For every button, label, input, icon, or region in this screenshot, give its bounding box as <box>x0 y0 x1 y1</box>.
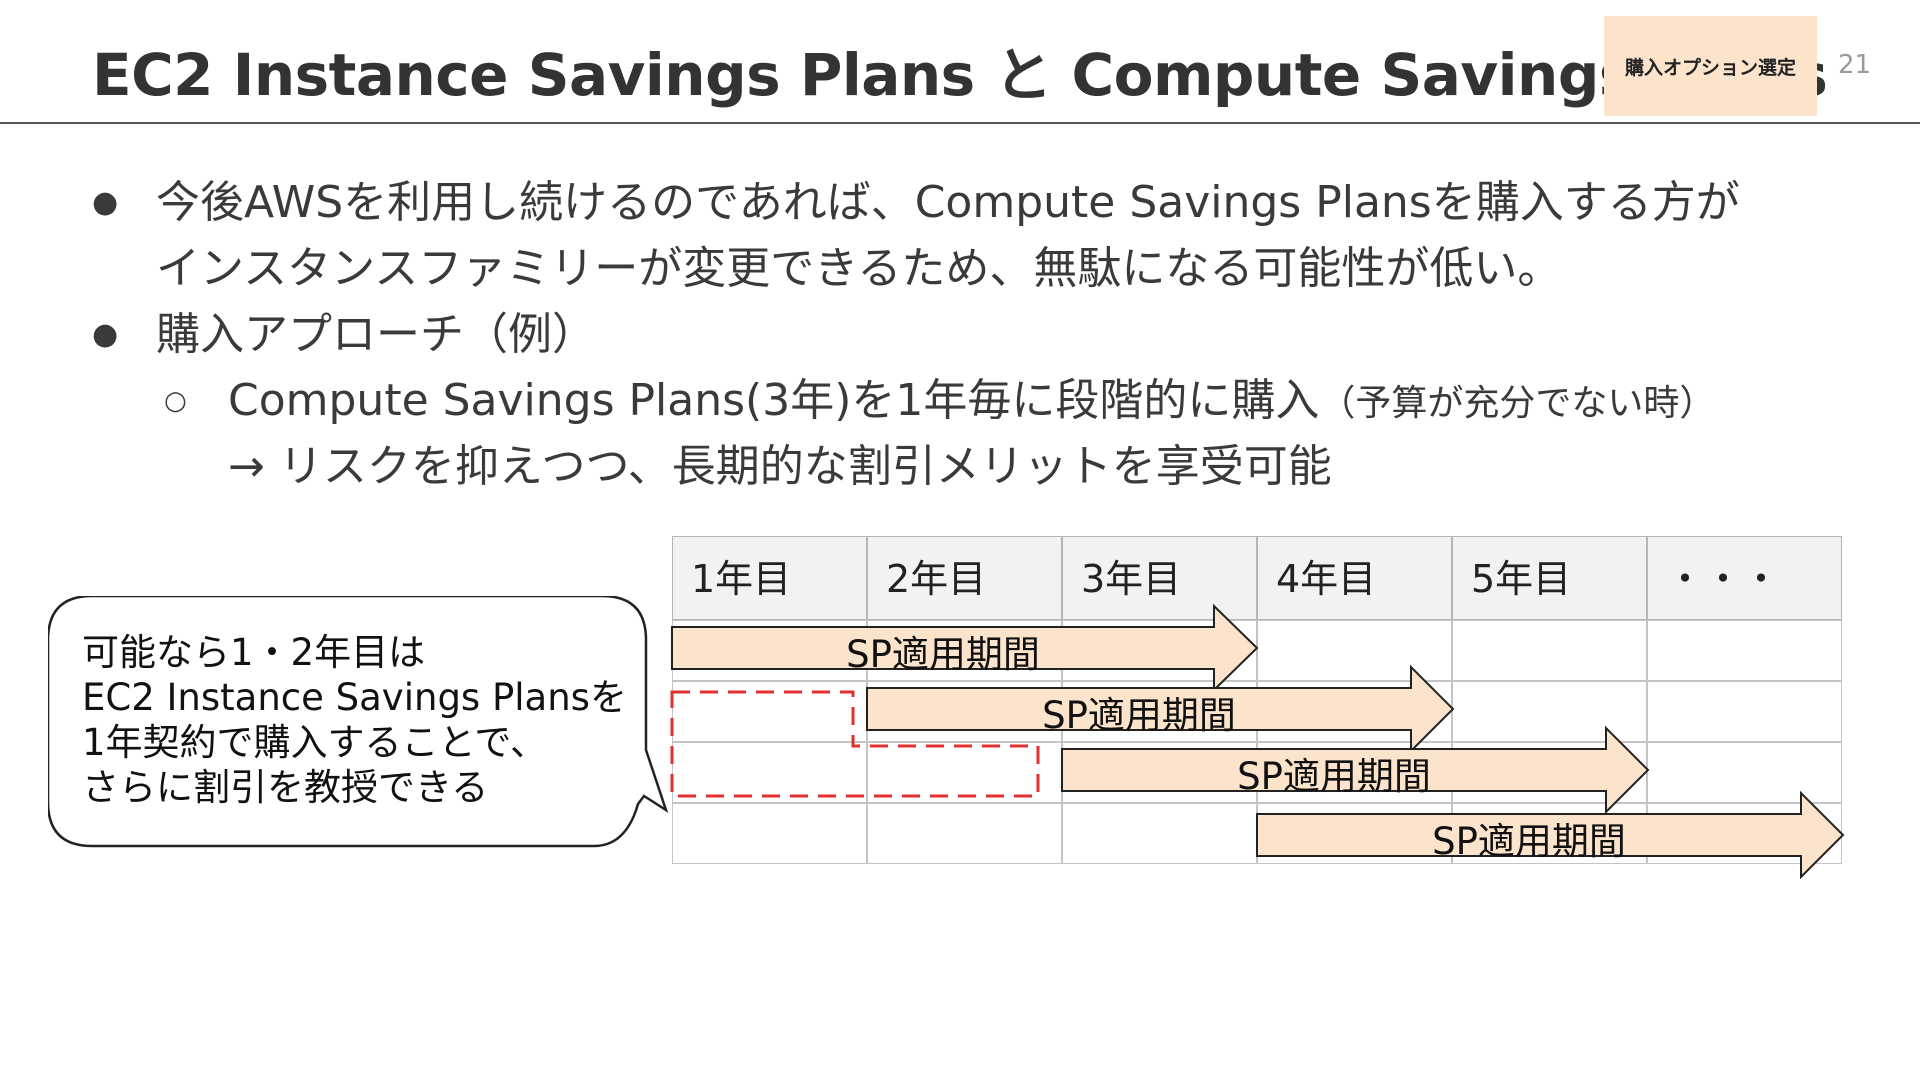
bullet-dot-1: ● <box>92 185 119 220</box>
grid-cell <box>1062 803 1257 864</box>
bullet-dot-2: ● <box>92 317 119 352</box>
grid-cell <box>672 681 867 742</box>
grid-cell <box>1647 742 1842 803</box>
sub-bullet-line-2: → リスクを抑えつつ、長期的な割引メリットを享受可能 <box>228 441 1332 492</box>
slide-title: EC2 Instance Savings Plans と Compute Sav… <box>92 41 1828 109</box>
sub-bullet-note: （予算が充分でない時） <box>1319 383 1716 424</box>
year-header-more: ・・・ <box>1647 536 1842 620</box>
grid-cell <box>1647 620 1842 681</box>
grid-cell <box>1452 681 1647 742</box>
speech-bubble <box>48 596 669 848</box>
grid-cell <box>1257 620 1452 681</box>
grid-cell <box>867 803 1062 864</box>
grid-cell <box>867 742 1062 803</box>
year-header-4: 4年目 <box>1257 536 1452 620</box>
callout-line-1: 可能なら1・2年目は <box>82 631 426 674</box>
header-divider <box>0 122 1920 124</box>
bullet-1-line-2: インスタンスファミリーが変更できるため、無駄になる可能性が低い。 <box>156 243 1562 294</box>
callout-line-4: さらに割引を教授できる <box>82 766 489 809</box>
year-header-3: 3年目 <box>1062 536 1257 620</box>
grid-cell <box>672 803 867 864</box>
year-header-2: 2年目 <box>867 536 1062 620</box>
grid-cell <box>1452 620 1647 681</box>
sp-period-label-3: SP適用期間 <box>1237 755 1431 798</box>
year-header-5: 5年目 <box>1452 536 1647 620</box>
callout-line-2: EC2 Instance Savings Plansを <box>82 676 627 719</box>
section-tag-label: 購入オプション選定 <box>1624 56 1796 79</box>
grid-cell <box>672 742 867 803</box>
sub-bullet-main: Compute Savings Plans(3年)を1年毎に段階的に購入 <box>228 375 1320 426</box>
sub-bullet-line-1: Compute Savings Plans(3年)を1年毎に段階的に購入（予算が… <box>228 368 1715 437</box>
sp-period-label-2: SP適用期間 <box>1042 694 1236 737</box>
grid-cell <box>1647 681 1842 742</box>
speech-bubble-shape <box>48 596 669 848</box>
page-number: 21 <box>1838 50 1872 80</box>
sp-period-label-1: SP適用期間 <box>846 633 1040 676</box>
bullet-2-text: 購入アプローチ（例） <box>156 309 596 360</box>
callout-line-3: 1年契約で購入することで、 <box>82 721 547 764</box>
section-tag: 購入オプション選定 <box>1604 16 1817 116</box>
year-header-1: 1年目 <box>672 536 867 620</box>
sub-bullet-circle: ○ <box>164 386 187 416</box>
callout-text: 可能なら1・2年目は EC2 Instance Savings Plansを 1… <box>82 630 627 810</box>
sp-period-label-4: SP適用期間 <box>1432 820 1626 863</box>
bullet-1-line-1: 今後AWSを利用し続けるのであれば、Compute Savings Plansを… <box>156 177 1740 228</box>
